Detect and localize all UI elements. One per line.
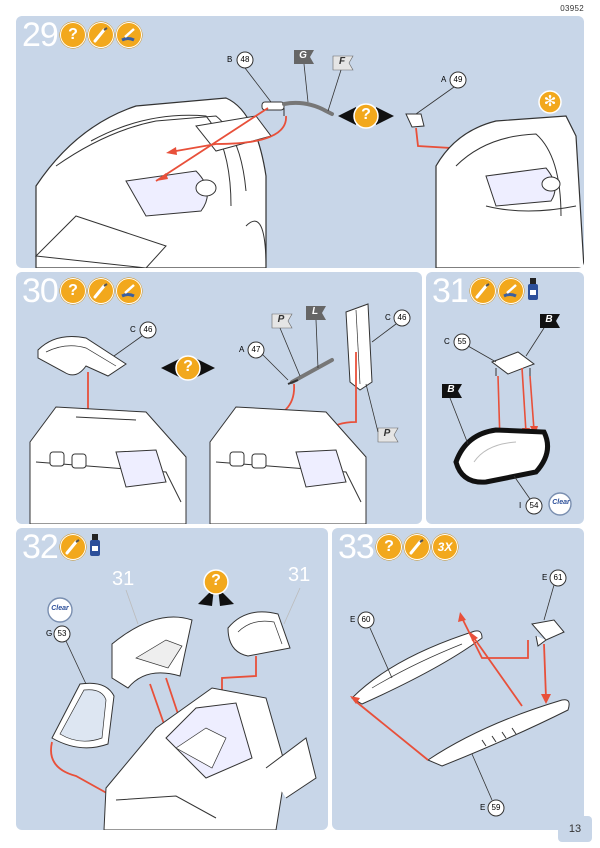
part-letter: E <box>480 803 486 812</box>
paint-symbol <box>116 22 142 48</box>
question-symbol: ? <box>60 278 86 304</box>
step-29-panel: 29 ? <box>16 16 584 268</box>
step-30-illustration <box>29 303 411 524</box>
part-number: 60 <box>361 615 371 624</box>
paint-flag: B <box>545 314 553 325</box>
step-33-panel: 33 ? 3X E 61 E 60 E 59 <box>332 528 584 830</box>
part-letter: C <box>130 325 136 334</box>
part-number: 55 <box>457 337 467 346</box>
paint-flag: P <box>383 428 391 439</box>
part-letter: C <box>444 337 450 346</box>
clear-label: Clear <box>552 499 570 506</box>
step-30-panel: 30 ? <box>16 272 422 524</box>
bottle-symbol <box>528 278 538 300</box>
part-number: 49 <box>453 75 463 84</box>
brush-symbol <box>60 534 86 560</box>
or-symbol: ? <box>361 106 371 123</box>
step-number: 32 <box>22 528 59 566</box>
part-letter: G <box>46 629 53 638</box>
part-number: 46 <box>143 325 153 334</box>
brush-symbol <box>88 22 114 48</box>
or-symbol: ? <box>211 572 221 589</box>
subassembly-ref: 31 <box>288 564 311 586</box>
part-number: 46 <box>397 313 407 322</box>
brush-symbol <box>88 278 114 304</box>
or-symbol: ? <box>183 358 193 375</box>
part-letter: I <box>519 501 522 510</box>
clear-label: Clear <box>51 605 69 612</box>
part-letter: A <box>239 345 245 354</box>
question-symbol: ? <box>376 534 402 560</box>
multiplier-symbol: 3X <box>432 534 458 560</box>
paint-flag: P <box>277 314 285 325</box>
brush-symbol <box>470 278 496 304</box>
step-32-illustration <box>47 569 317 830</box>
paint-symbol <box>498 278 524 304</box>
step-29-illustration <box>34 50 584 268</box>
part-number: 54 <box>529 501 539 510</box>
part-letter: C <box>385 313 391 322</box>
part-letter: B <box>227 55 233 64</box>
paint-flag: B <box>447 384 455 395</box>
step-number: 33 <box>338 528 375 566</box>
bottle-symbol <box>90 534 100 556</box>
part-number: 47 <box>251 345 261 354</box>
step-31-illustration <box>442 314 572 516</box>
subassembly-ref: 31 <box>112 568 135 590</box>
step-number: 30 <box>22 272 59 310</box>
part-letter: E <box>542 573 548 582</box>
paint-flag: L <box>311 306 319 317</box>
part-number: 48 <box>240 55 250 64</box>
question-symbol: ? <box>60 22 86 48</box>
document-code: 03952 <box>560 4 584 13</box>
step-number: 29 <box>22 16 59 54</box>
paint-symbol <box>116 278 142 304</box>
brush-symbol <box>404 534 430 560</box>
part-letter: E <box>350 615 356 624</box>
part-number: 53 <box>57 629 67 638</box>
part-number: 59 <box>491 803 501 812</box>
step-31-panel: 31 C 55 I 54 Clear B B <box>426 272 584 524</box>
paint-flag: G <box>299 50 307 61</box>
part-number: 61 <box>553 573 563 582</box>
step-number: 31 <box>432 272 469 310</box>
step-32-panel: 32 ? Clear G 5 <box>16 528 328 830</box>
step-33-illustration <box>350 569 570 817</box>
paint-flag: F <box>338 56 346 67</box>
part-letter: A <box>441 75 447 84</box>
page-number: 13 <box>558 816 592 842</box>
glue-symbol: ✻ <box>543 93 557 110</box>
